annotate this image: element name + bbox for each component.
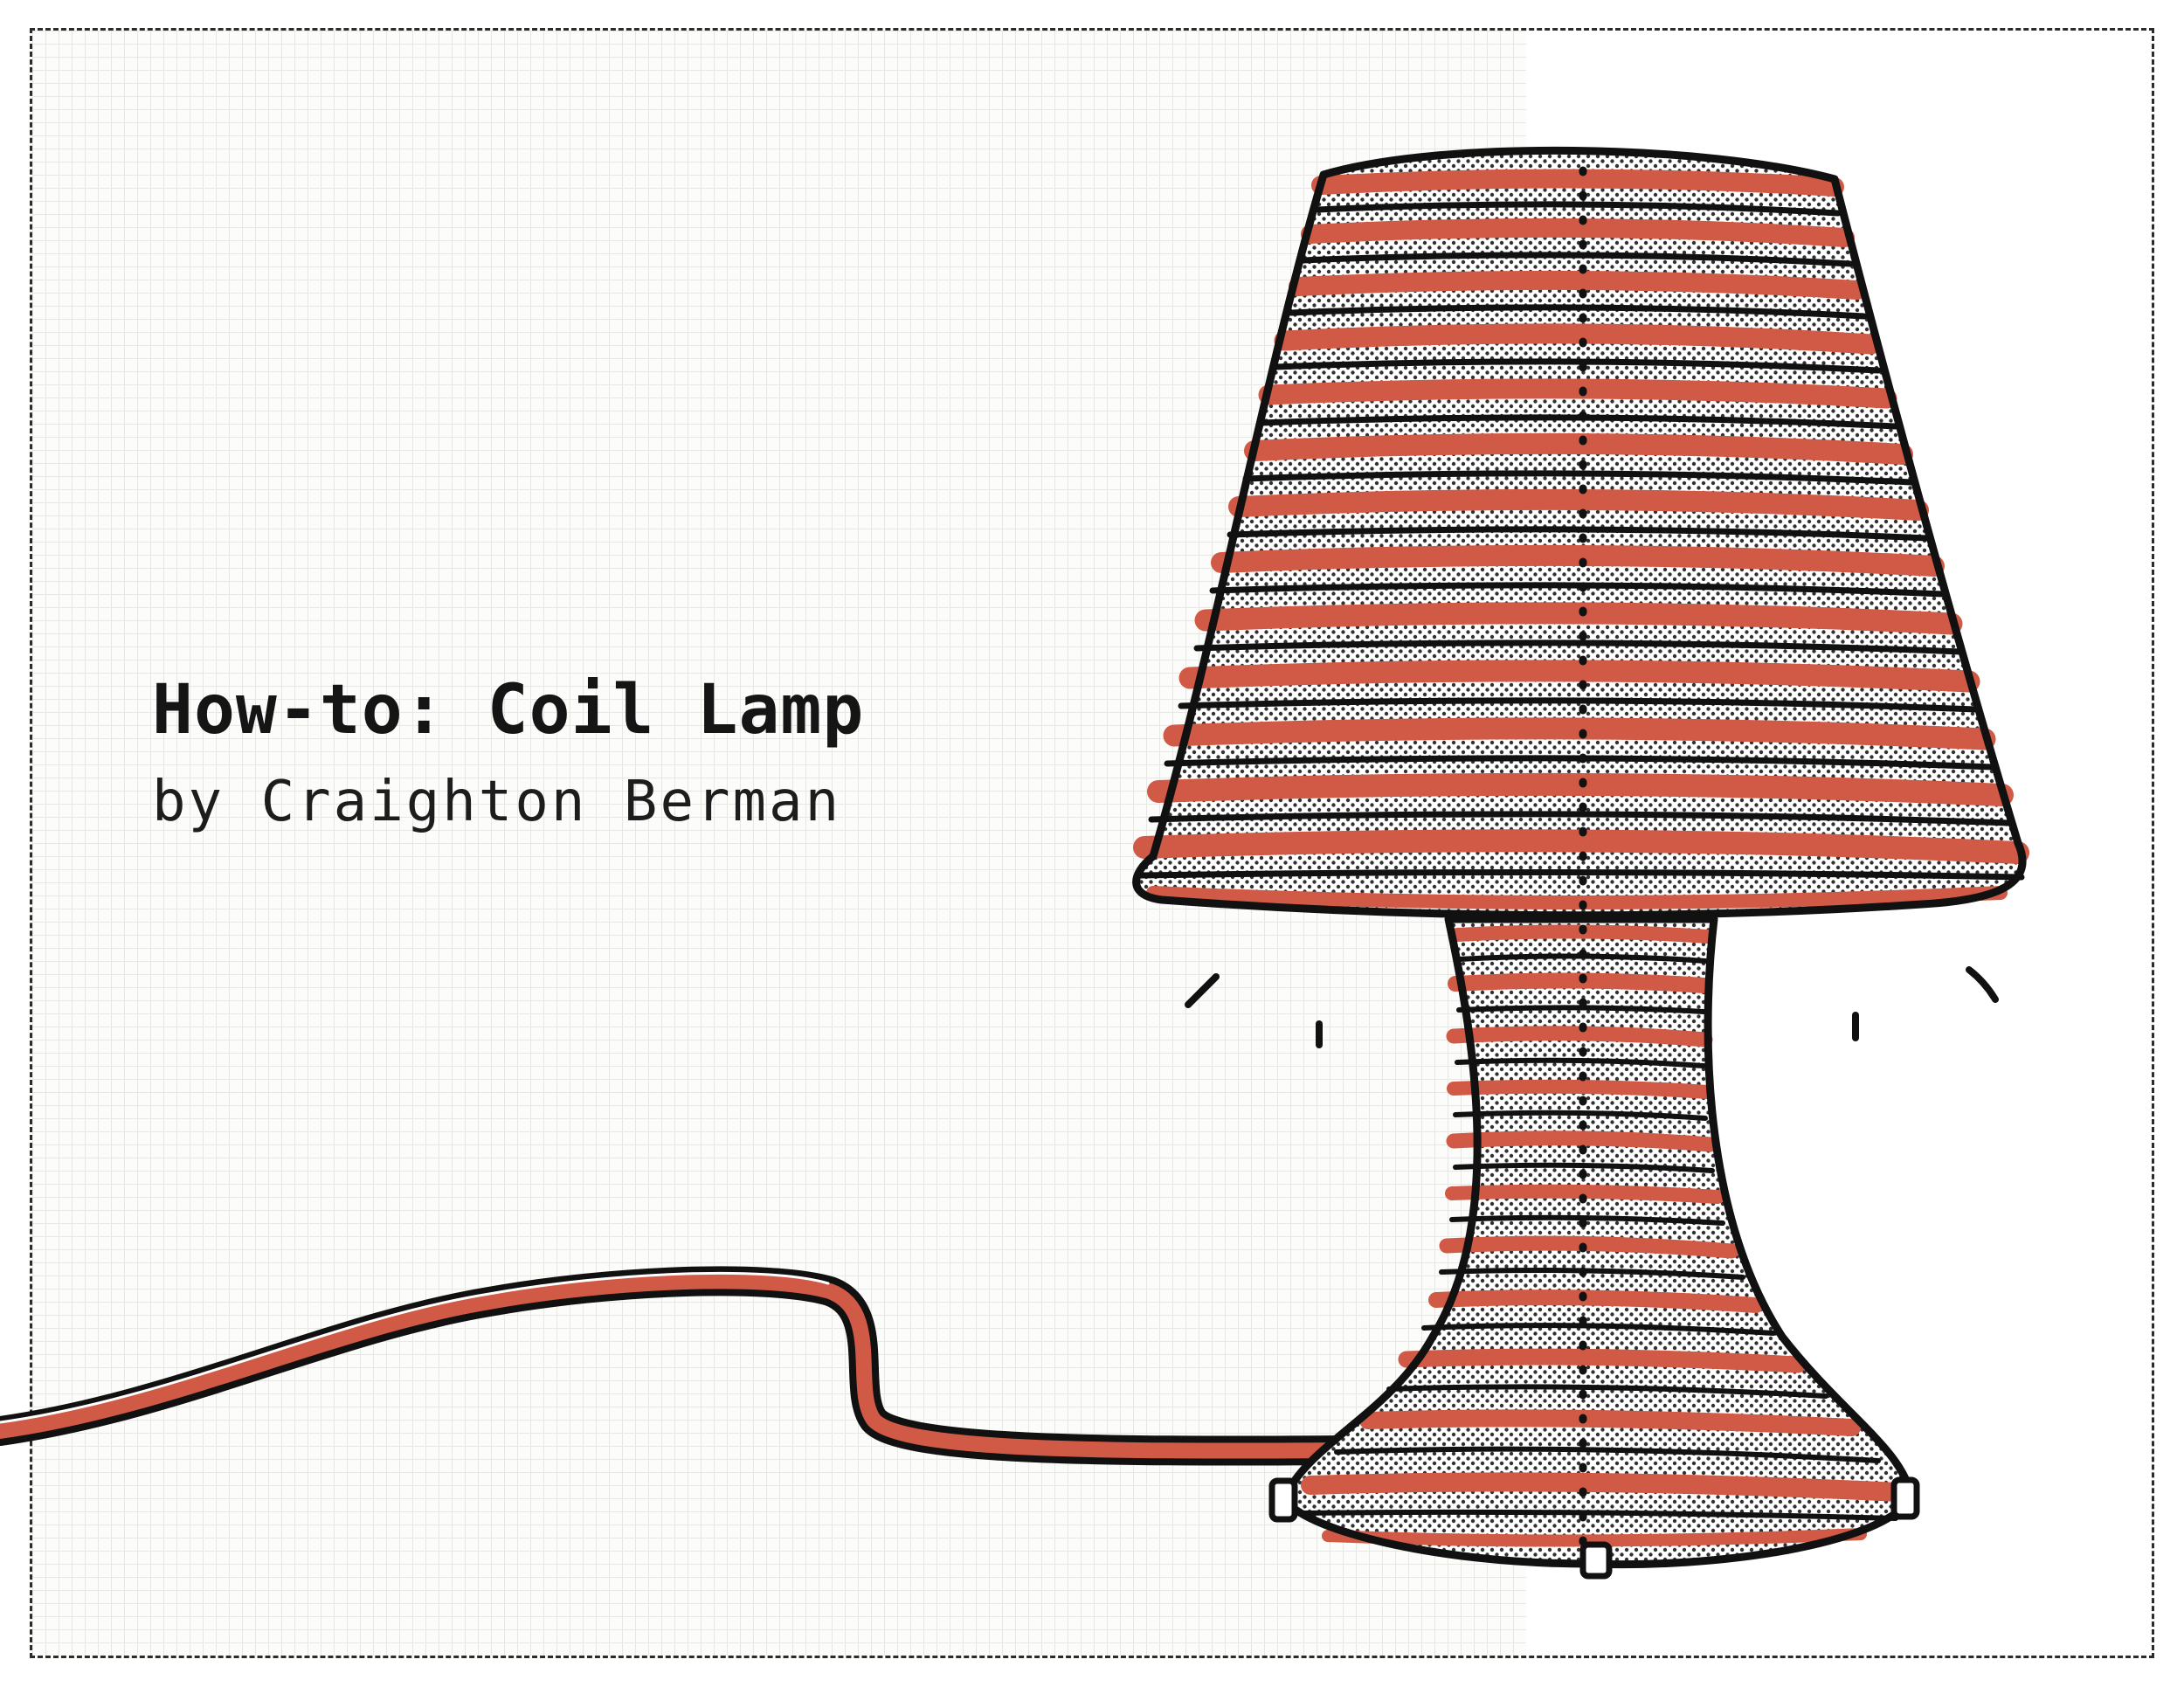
lamp-shade xyxy=(1132,146,2029,920)
light-rays xyxy=(1185,966,1999,1048)
lamp-base xyxy=(1268,915,1920,1580)
author-byline: by Craighton Berman xyxy=(152,770,842,834)
title-block: How-to: Coil Lamp by Craighton Berman xyxy=(152,662,1113,846)
power-cord xyxy=(0,1266,1360,1466)
page-title: How-to: Coil Lamp xyxy=(152,671,865,750)
dashed-page-border xyxy=(30,28,2154,1658)
